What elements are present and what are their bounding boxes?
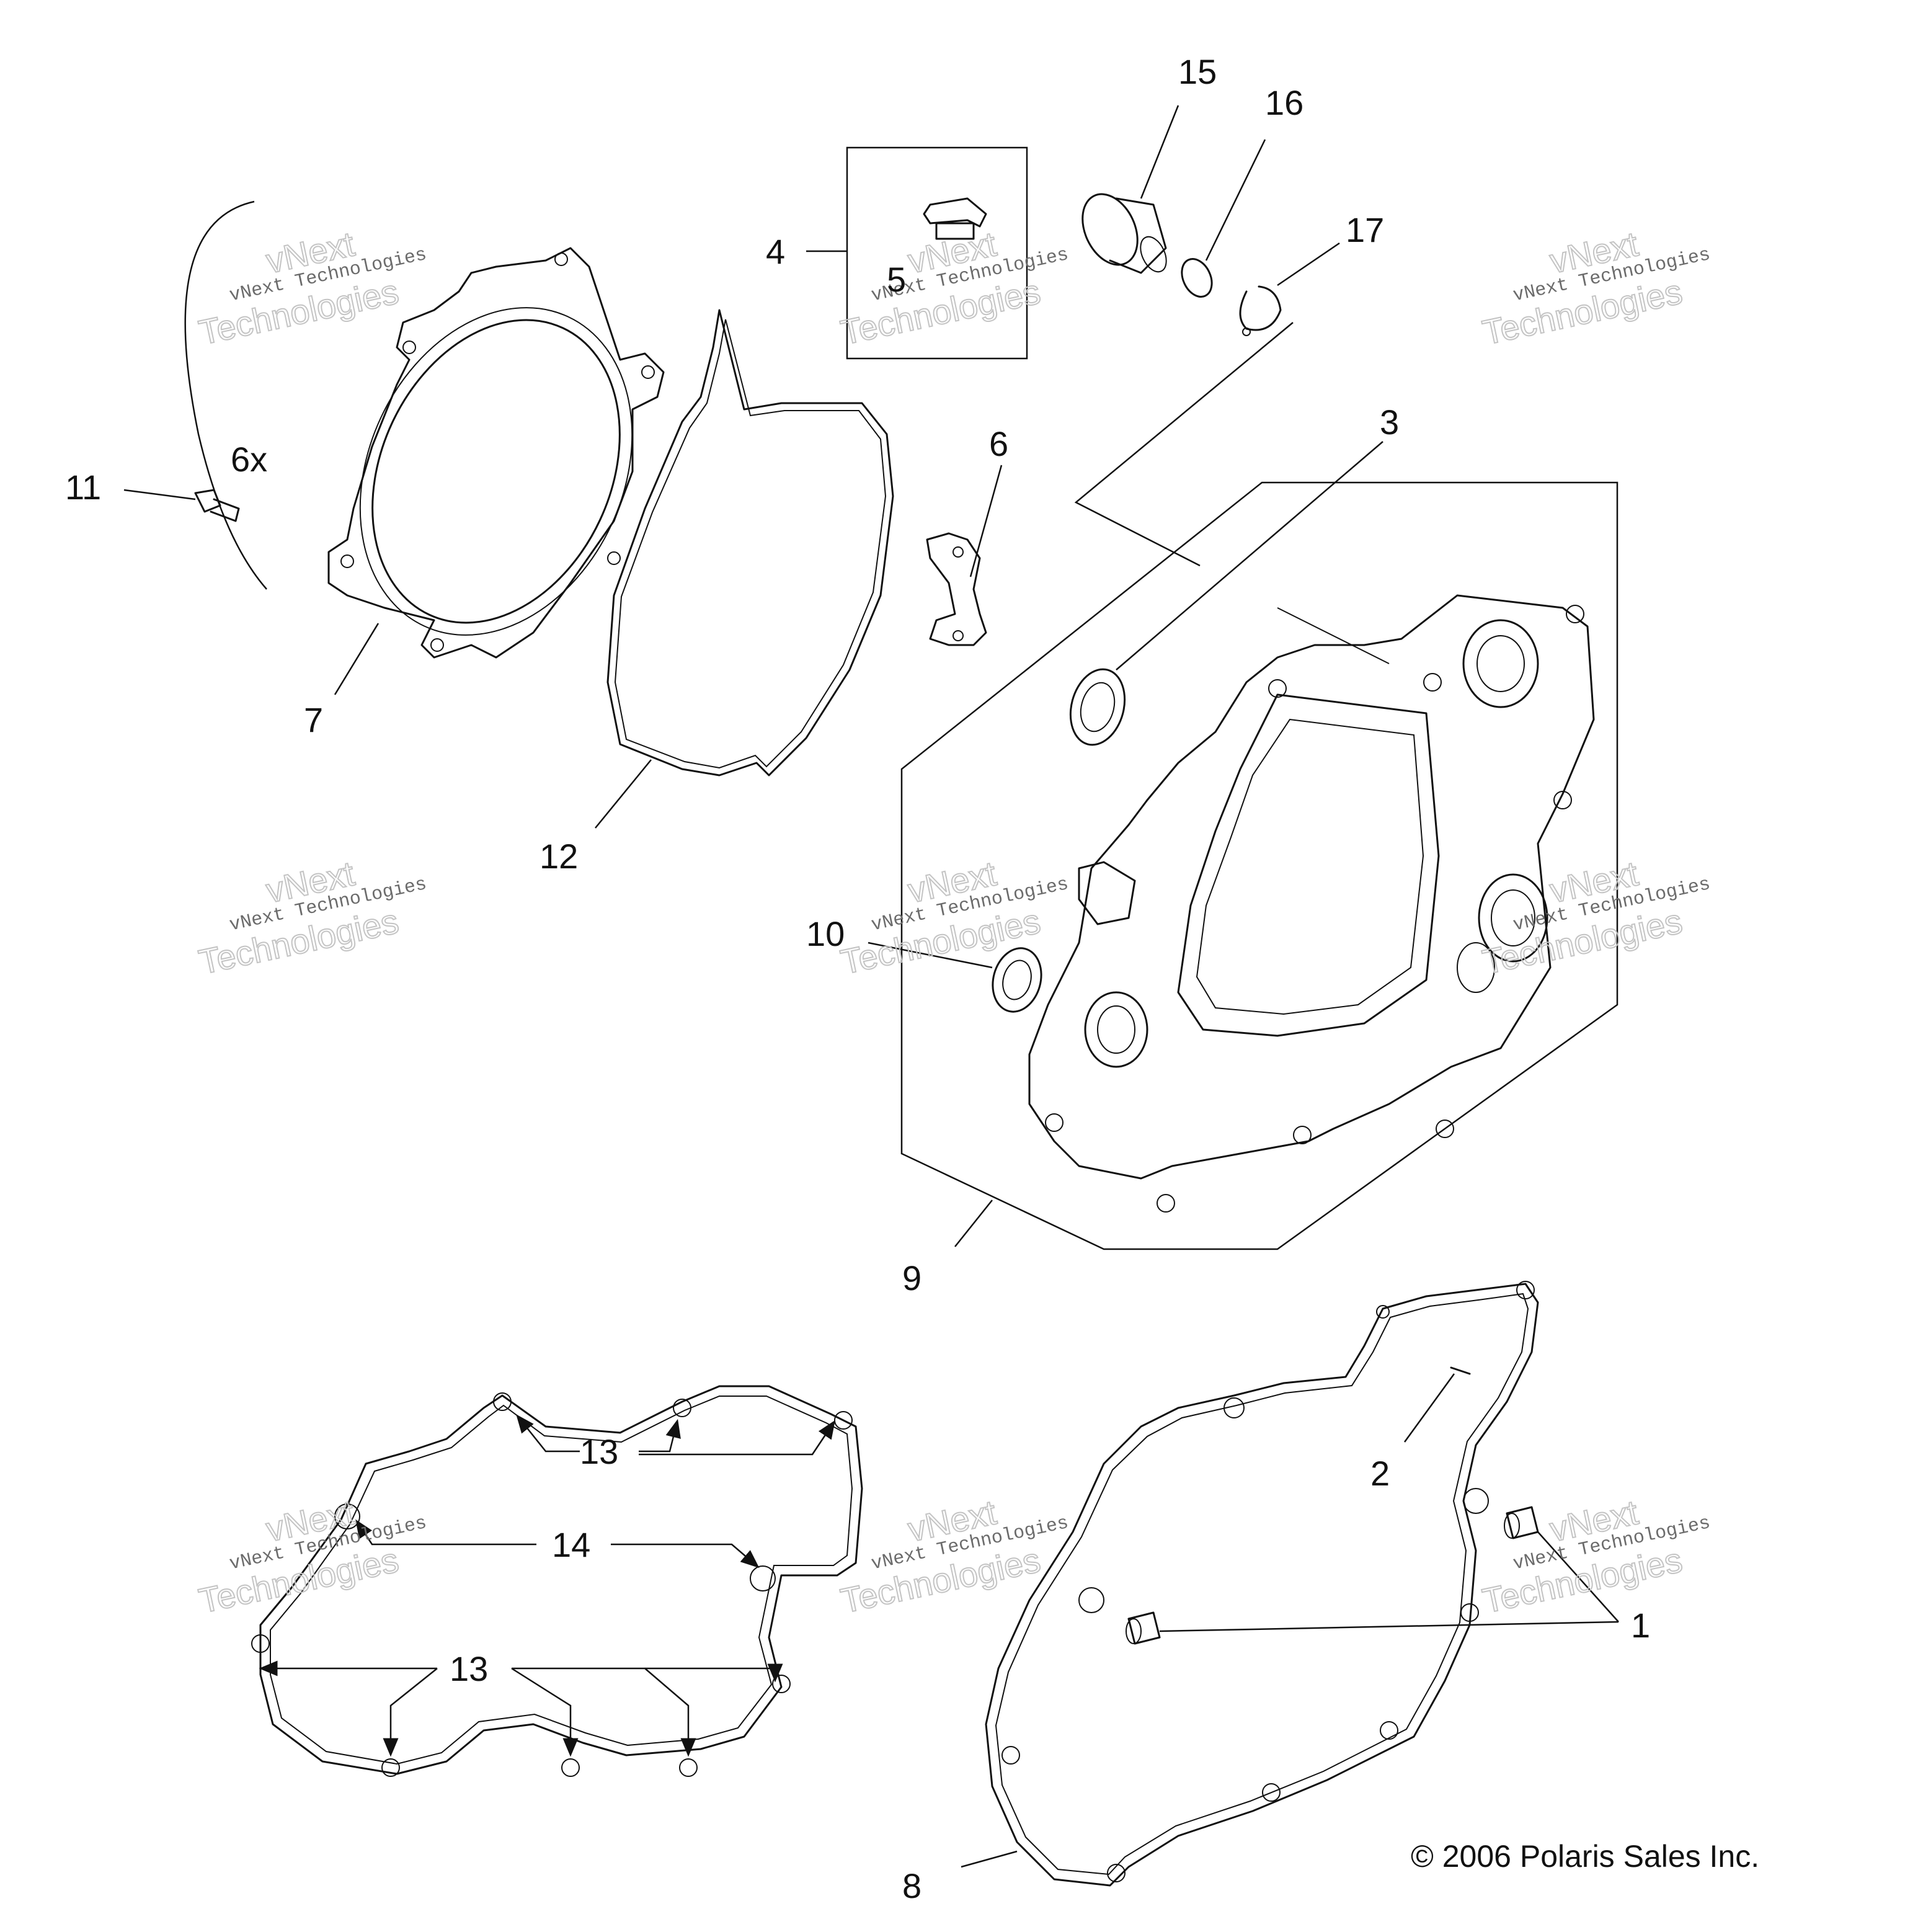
circlip-part-17 [1239,285,1282,336]
cover-part-7 [327,247,665,659]
crankcase-frame [900,481,1619,1250]
callout-17: 17 [1346,210,1384,249]
callout-13-bottom: 13 [450,1649,488,1688]
callout-9: 9 [902,1258,921,1298]
oil-seal-part-10 [992,947,1042,1013]
callout-10: 10 [806,914,845,953]
fill-cap-part-5 [923,197,987,240]
callout-6x: 6x [231,440,267,479]
callout-6: 6 [989,424,1008,463]
callout-15: 15 [1178,52,1217,91]
callout-16: 16 [1265,83,1303,122]
copyright-notice: © 2006 Polaris Sales Inc. [1411,1839,1759,1874]
callout-3: 3 [1380,403,1399,442]
seal-part-3 [1069,668,1126,746]
callout-5: 5 [887,260,906,299]
bolt-part-11 [194,489,240,522]
plug-part-15 [1081,193,1167,274]
bolt-pattern-arc [184,200,267,590]
callout-14: 14 [552,1525,590,1564]
callout-7: 7 [304,700,323,739]
gasket-part-8 [985,1281,1539,1887]
washer-part-16 [1181,258,1213,298]
callout-11: 11 [65,468,101,507]
callout-12: 12 [540,837,578,876]
fill-cap-box [846,146,1028,360]
gasket-left [251,1385,863,1777]
callout-4: 4 [766,232,785,271]
callout-13-top: 13 [580,1432,618,1471]
callout-8: 8 [902,1866,921,1905]
oring-part-12 [606,309,894,777]
callout-1: 1 [1631,1606,1650,1645]
bracket-part-6 [926,532,987,646]
dowel-part-1 [1126,1506,1539,1645]
callout-2: 2 [1370,1454,1390,1493]
crankcase-cover-part-9 [1028,594,1595,1213]
